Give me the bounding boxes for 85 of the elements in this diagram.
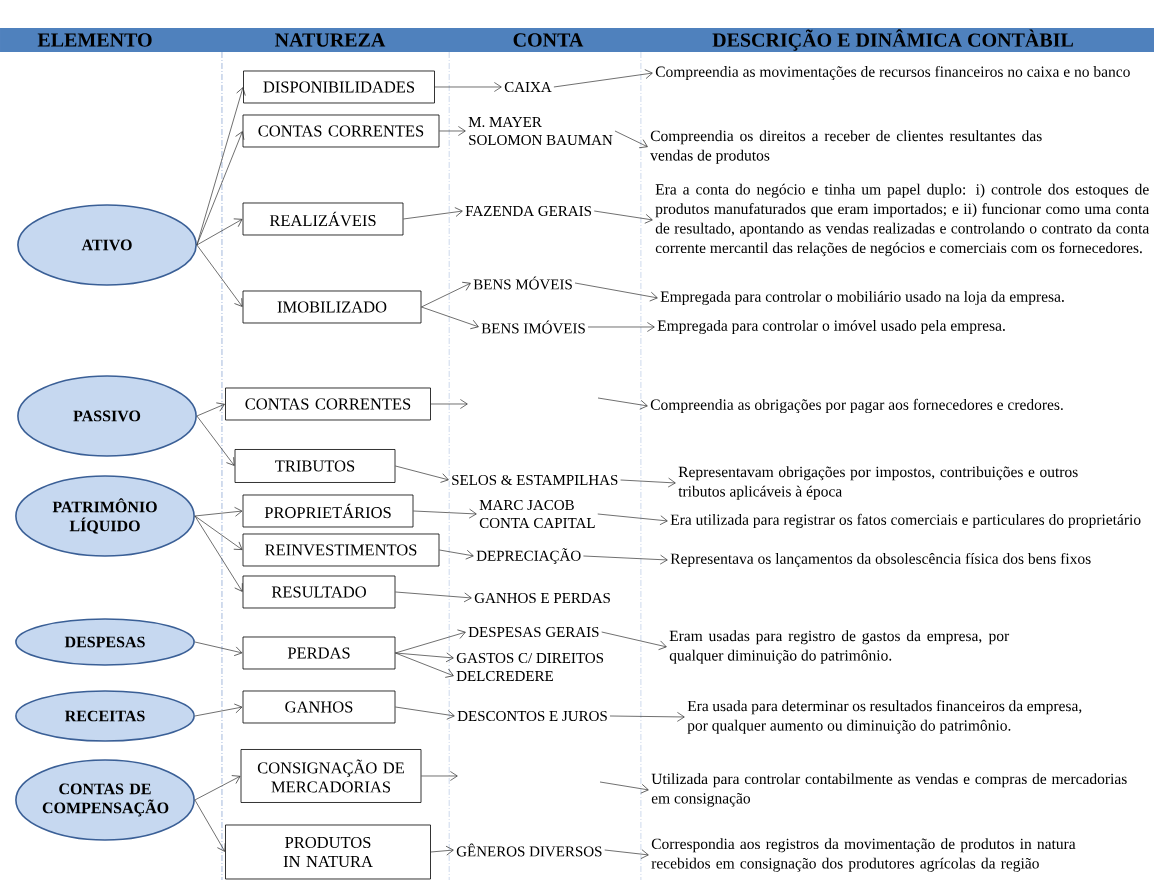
account-name: DESCONTOS E JUROS <box>457 710 607 722</box>
arrow <box>403 207 463 220</box>
arrow <box>583 554 668 565</box>
arrow <box>194 799 226 852</box>
arrow <box>587 322 655 332</box>
arrow <box>620 477 676 488</box>
arrow <box>194 515 243 550</box>
arrow <box>430 399 468 409</box>
arrow <box>439 126 466 136</box>
arrow <box>196 131 245 246</box>
arrow <box>194 515 243 592</box>
nature-box: IMOBILIZADO <box>242 290 422 324</box>
arrow <box>574 282 658 302</box>
arrow <box>597 397 648 410</box>
account-name: GANHOS E PERDAS <box>474 592 610 604</box>
description-text: Compreendia as movimentações de recursos financeiros no caixa e no banco <box>655 65 1130 81</box>
arrow <box>194 703 243 717</box>
arrow <box>421 771 458 781</box>
arrow <box>614 130 648 149</box>
nature-box: CONTAS CORRENTES <box>242 114 440 148</box>
arrow <box>434 82 502 92</box>
account-name: CAIXA <box>504 81 552 93</box>
nature-box: CONSIGNAÇÃO DE MERCADORIAS <box>240 749 422 803</box>
column-header: CONTA <box>513 33 584 47</box>
nature-box: PRODUTOS IN NATURA <box>225 824 431 880</box>
nature-box: PERDAS <box>242 636 396 670</box>
arrow <box>196 402 225 417</box>
account-name: BENS MÓVEIS <box>473 276 572 290</box>
description-text: Representavam obrigações por impostos, contribuições e outros tributos aplicáveis à época <box>678 466 1078 500</box>
arrow <box>194 641 243 656</box>
description-text: Era usada para determinar os resultados financeiros da empresa, por qualquer aumento ou diminuição do patrimônio. <box>687 700 1082 734</box>
description-text: Compreendia as obrigações por pagar aos fornecedores e credores. <box>650 398 1063 414</box>
nature-box: RESULTADO <box>242 575 396 609</box>
arrow <box>604 849 649 859</box>
column-header: DESCRIÇÃO E DINÂMICA CONTÀBIL <box>712 29 1073 51</box>
description-text: Compreendia os direitos a receber de clientes resultantes das vendas de produtos <box>650 130 1042 164</box>
account-name: SELOS & ESTAMPILHAS <box>452 474 618 486</box>
arrow <box>430 845 454 856</box>
description-text: Eram usadas para registro de gastos da empresa, por qualquer diminuição do patrimônio. <box>669 630 1010 664</box>
arrow <box>194 506 243 517</box>
arrow <box>597 513 668 526</box>
arrow <box>196 244 243 307</box>
arrow <box>196 415 235 466</box>
arrow <box>601 631 667 650</box>
description-text: Representava os lançamentos da obsolescência física dos bens fixos <box>670 552 1091 568</box>
arrow <box>395 652 454 678</box>
description-text: Correspondia aos registros da movimentação de produtos in natura recebidos em consignação dos produtores agrícolas da região <box>651 838 1076 872</box>
arrow <box>395 706 455 720</box>
arrow <box>196 218 243 246</box>
arrow <box>413 508 477 519</box>
arrow <box>609 712 685 722</box>
description-text: Empregada para controlar o imóvel usado pela empresa. <box>657 319 1005 335</box>
arrow <box>395 629 466 654</box>
account-name: GASTOS C/ DIREITOS <box>456 652 604 664</box>
arrow <box>553 69 653 88</box>
arrow <box>599 781 649 794</box>
account-name: MARC JACOB CONTA CAPITAL <box>479 499 595 529</box>
arrow <box>395 465 449 483</box>
description-text: Era a conta do negócio e tinha um papel duplo: i) controle dos estoques de produtos manufaturados que eram importados; e ii) funcionar como uma conta de resultado, apontando as vendas realizadas e controlando o contrato da conta corrente mercantil das relações de negócios e comerciais com os fornecedores. <box>655 183 1150 257</box>
description-text: Era utilizada para registrar os fatos comerciais e particulares do proprietário <box>670 513 1141 529</box>
arrow <box>421 281 471 308</box>
account-name: DEPRECIAÇÃO <box>476 548 581 564</box>
arrow <box>395 591 472 603</box>
arrow <box>194 775 241 801</box>
nature-box: DISPONIBILIDADES <box>243 70 435 104</box>
column-header: ELEMENTO <box>37 33 152 47</box>
account-name: FAZENDA GERAIS <box>465 205 592 217</box>
column-header: NATUREZA <box>275 33 386 47</box>
account-name: DELCREDERE <box>456 670 553 682</box>
nature-box: GANHOS <box>242 690 396 724</box>
account-name: M. MAYER SOLOMON BAUMAN <box>468 117 613 145</box>
description-text: Empregada para controlar o mobiliário usado na loja da empresa. <box>660 290 1064 306</box>
arrow <box>439 549 474 560</box>
nature-box: REINVESTIMENTOS <box>242 533 440 567</box>
arrow <box>421 306 479 330</box>
account-name: GÊNEROS DIVERSOS <box>456 843 602 857</box>
arrow <box>593 210 653 224</box>
nature-box: REALIZÁVEIS <box>242 202 404 236</box>
nature-box: CONTAS CORRENTES <box>225 387 431 421</box>
arrow <box>395 652 454 663</box>
nature-box: TRIBUTOS <box>234 449 396 483</box>
account-name: BENS IMÓVEIS <box>481 320 585 334</box>
description-text: Utilizada para controlar contabilmente as vendas e compras de mercadorias em consignação <box>651 773 1127 807</box>
nature-box: PROPRIETÁRIOS <box>242 494 414 528</box>
account-name: DESPESAS GERAIS <box>468 626 599 638</box>
